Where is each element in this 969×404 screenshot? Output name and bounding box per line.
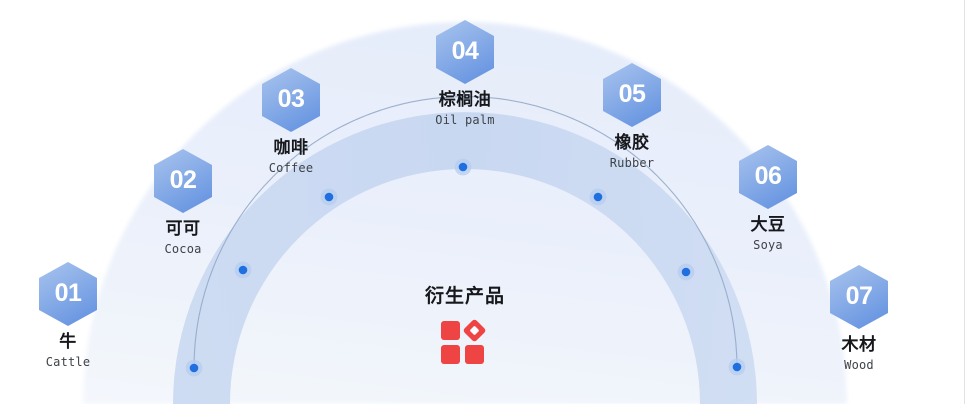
- node-label-en: Oil palm: [435, 112, 495, 127]
- hexagon-icon: 05: [603, 63, 661, 127]
- four-tile-diamond-icon: [440, 318, 490, 365]
- dot-core: [324, 192, 334, 202]
- dot-core: [732, 362, 742, 372]
- node-label-cn: 牛: [59, 332, 77, 351]
- band-arc: [173, 112, 757, 404]
- node-label-cn: 橡胶: [614, 133, 650, 152]
- node-number: 01: [54, 278, 82, 307]
- arc-dot-04[interactable]: [454, 158, 472, 176]
- arc-dot-01[interactable]: [185, 359, 203, 377]
- hexagon-icon: 07: [830, 265, 888, 329]
- dot-core: [238, 265, 248, 275]
- hex-badge-06[interactable]: 06: [739, 145, 797, 209]
- commodity-node-06[interactable]: 06 大豆 Soya: [668, 145, 868, 252]
- node-label-cn: 木材: [841, 335, 877, 354]
- icon-square-bottom-left: [441, 344, 460, 364]
- commodity-node-01[interactable]: 01 牛 Cattle: [0, 262, 168, 369]
- icon-square-bottom-right: [465, 344, 484, 364]
- hex-badge-04[interactable]: 04: [436, 20, 494, 84]
- dot-core: [681, 267, 691, 277]
- hexagon-icon: 01: [39, 262, 97, 326]
- center-title: 衍生产品: [424, 286, 505, 307]
- commodity-node-07[interactable]: 07 木材 Wood: [759, 265, 959, 372]
- node-number: 04: [451, 36, 479, 65]
- arc-dot-07[interactable]: [728, 358, 746, 376]
- arc-dot-03[interactable]: [320, 188, 338, 206]
- node-number: 03: [277, 84, 305, 113]
- node-label-en: Coffee: [268, 160, 314, 175]
- hexagon-icon: 04: [436, 20, 494, 84]
- hexagon-icon: 03: [262, 68, 320, 132]
- commodity-node-02[interactable]: 02 可可 Cocoa: [83, 149, 283, 256]
- hex-badge-02[interactable]: 02: [154, 149, 212, 213]
- node-number: 07: [845, 281, 873, 310]
- commodity-node-05[interactable]: 05 橡胶 Rubber: [532, 63, 732, 170]
- commodity-node-04[interactable]: 04 棕榈油 Oil palm: [365, 20, 565, 127]
- node-number: 02: [169, 165, 197, 194]
- hexagon-icon: 02: [154, 149, 212, 213]
- hex-badge-03[interactable]: 03: [262, 68, 320, 132]
- arc-dot-05[interactable]: [589, 188, 607, 206]
- hex-badge-07[interactable]: 07: [830, 265, 888, 329]
- icon-diamond-top-right: [462, 318, 487, 343]
- node-number: 06: [754, 161, 782, 190]
- hex-badge-05[interactable]: 05: [603, 63, 661, 127]
- node-label-en: Wood: [844, 357, 874, 372]
- node-label-en: Rubber: [609, 155, 655, 170]
- dot-core: [593, 192, 603, 202]
- center-block: 衍生产品: [335, 286, 595, 365]
- arc-dot-02[interactable]: [234, 261, 252, 279]
- node-label-cn: 咖啡: [273, 138, 309, 157]
- node-label-cn: 可可: [165, 219, 201, 238]
- commodity-node-03[interactable]: 03 咖啡 Coffee: [191, 68, 391, 175]
- dot-core: [458, 162, 468, 172]
- node-label-cn: 棕榈油: [438, 90, 492, 109]
- hex-badge-01[interactable]: 01: [39, 262, 97, 326]
- icon-square-top-left: [441, 320, 460, 340]
- node-label-en: Cattle: [45, 354, 91, 369]
- connector-arc-line: [193, 96, 738, 369]
- right-edge-rule: [964, 0, 965, 404]
- arc-dot-group: [185, 158, 746, 377]
- node-label-en: Soya: [753, 237, 783, 252]
- node-label-en: Cocoa: [164, 241, 202, 256]
- arc-dot-06[interactable]: [677, 263, 695, 281]
- node-number: 05: [618, 79, 646, 108]
- hexagon-icon: 06: [739, 145, 797, 209]
- node-label-cn: 大豆: [750, 215, 786, 234]
- dot-core: [189, 363, 199, 373]
